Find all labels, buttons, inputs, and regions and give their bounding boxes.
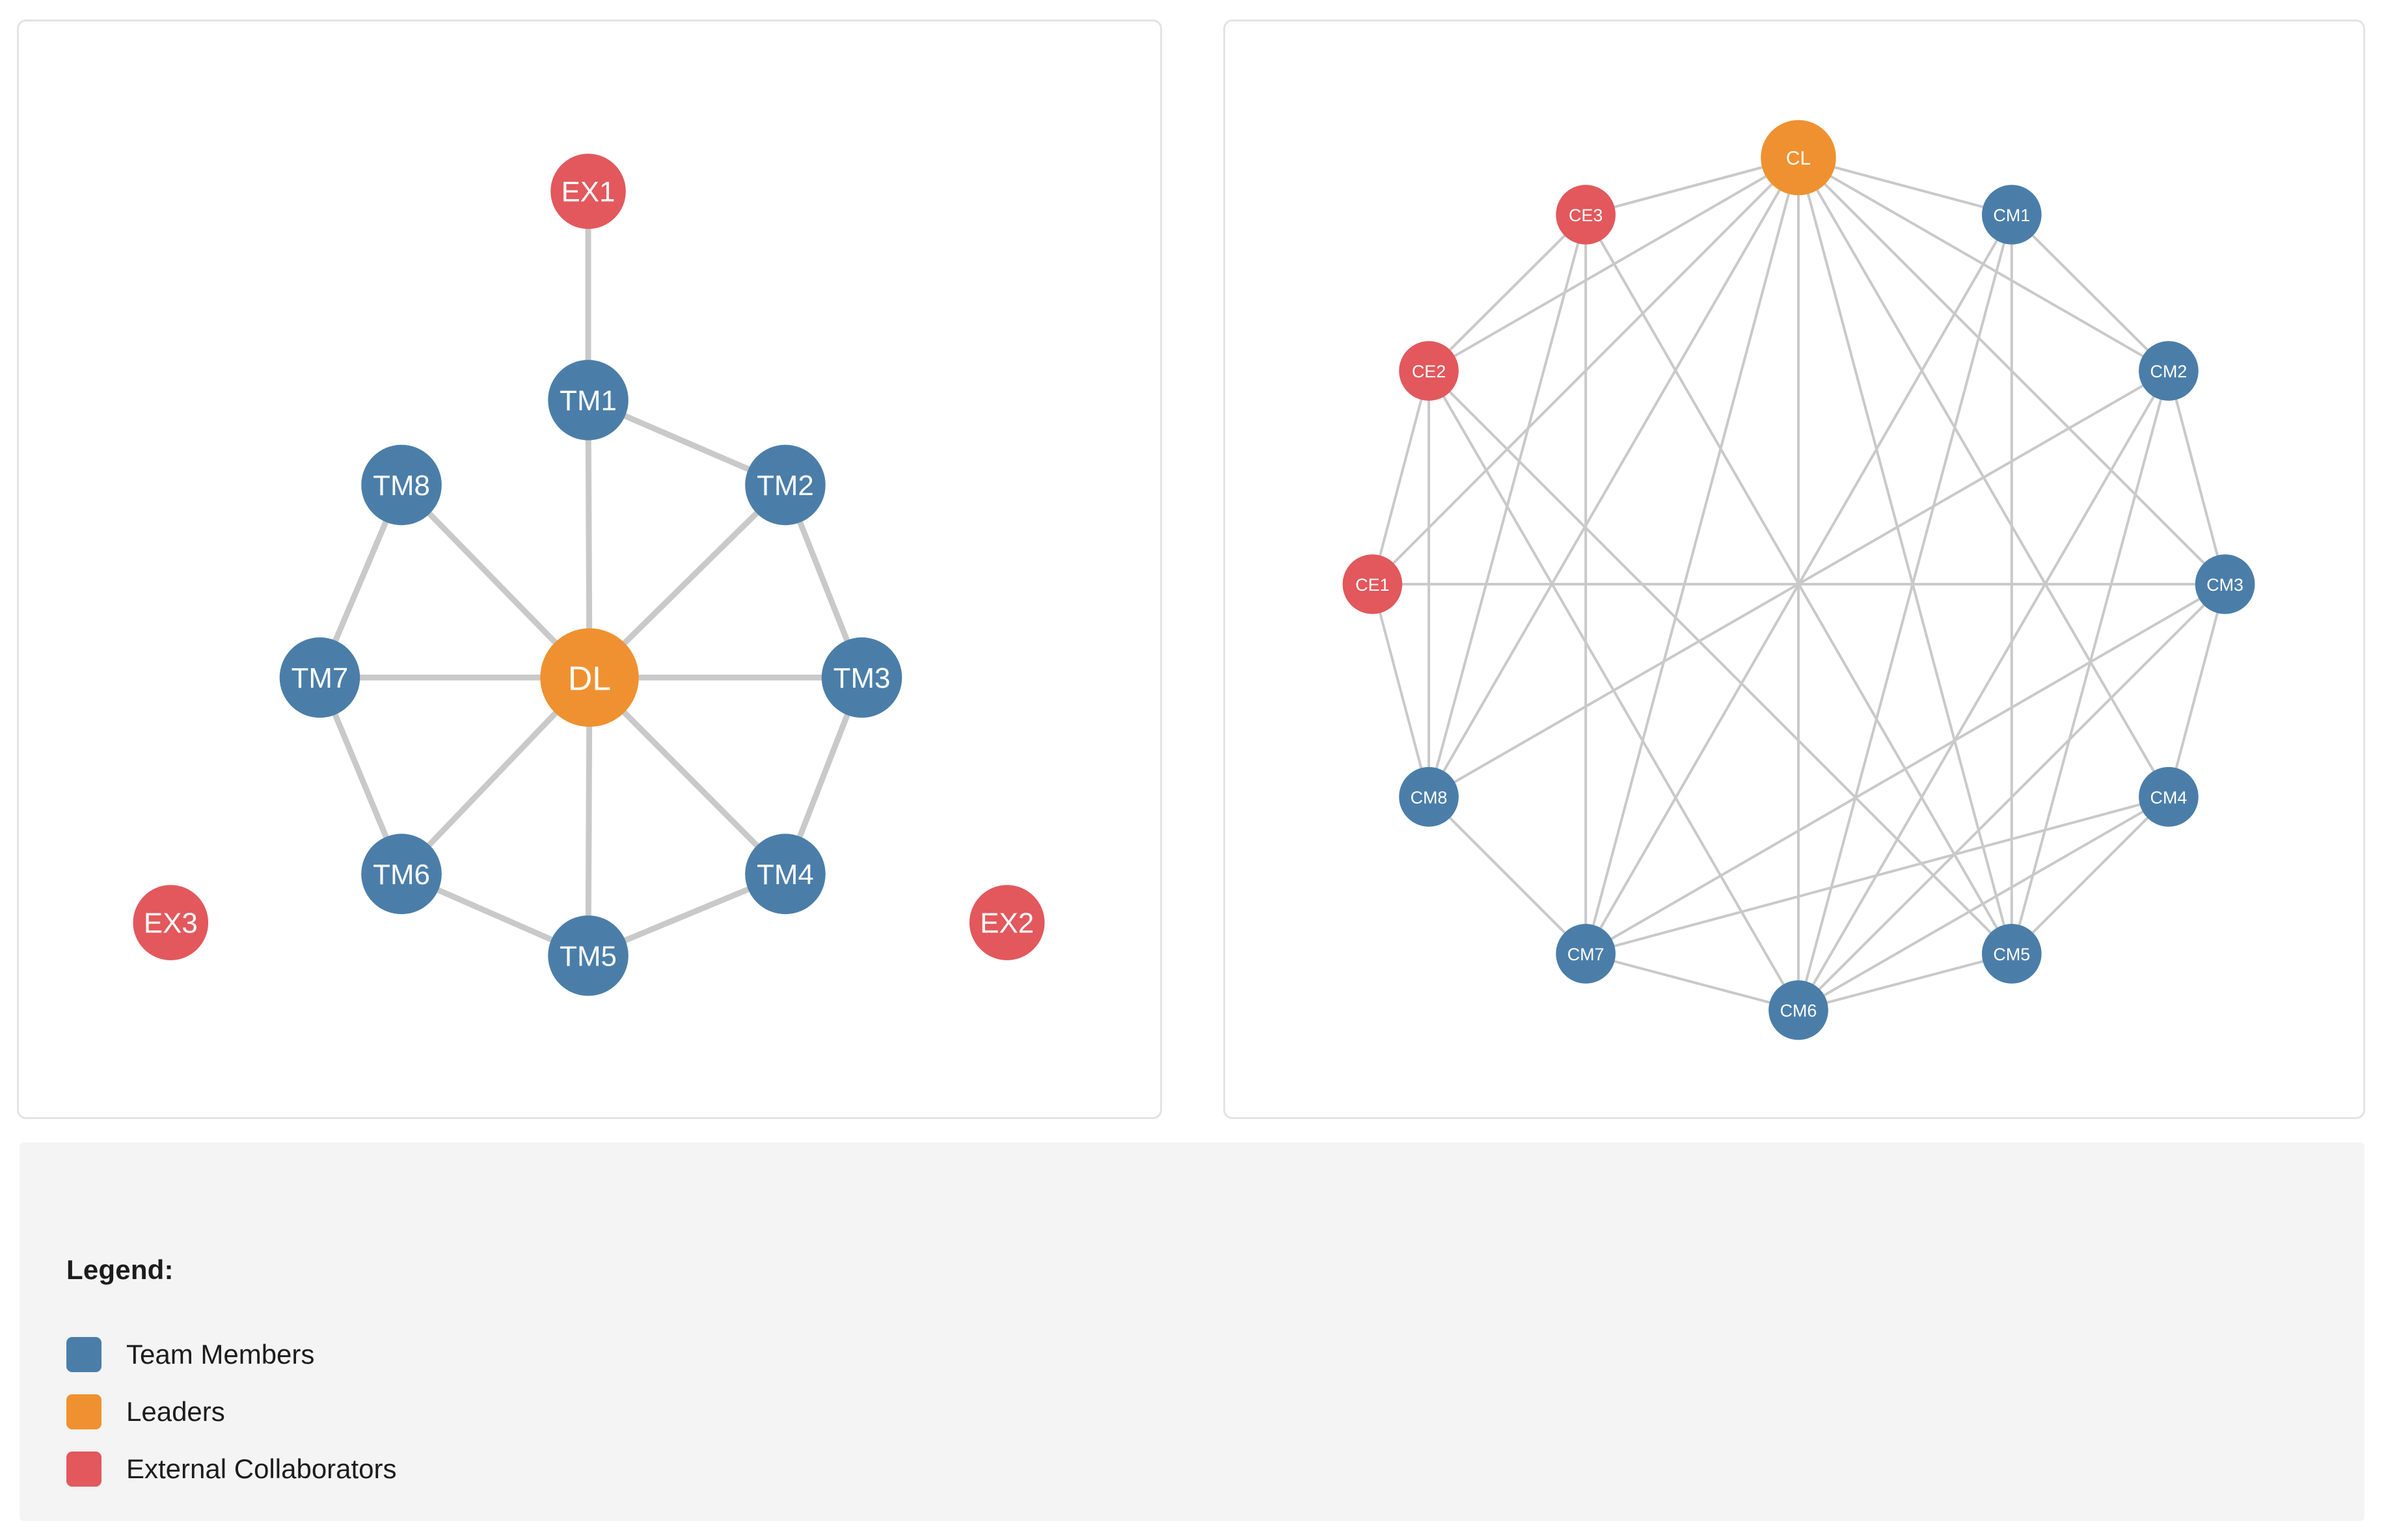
- node-circle[interactable]: [548, 915, 629, 996]
- node-circle[interactable]: [1761, 120, 1836, 196]
- node-circle[interactable]: [1342, 554, 1403, 614]
- legend-label: Team Members: [126, 1339, 315, 1370]
- graph-node-ce3[interactable]: CE3: [1556, 185, 1616, 245]
- graph-edge: [1584, 156, 1800, 955]
- graph-edge: [1428, 156, 1800, 798]
- graph-node-tm7[interactable]: TM7: [279, 637, 360, 718]
- graph-edge: [1796, 952, 2013, 1012]
- graph-node-tm8[interactable]: TM8: [361, 444, 442, 526]
- node-circle[interactable]: [133, 885, 209, 960]
- node-circle[interactable]: [1768, 980, 1828, 1040]
- legend-label: Leaders: [126, 1396, 225, 1427]
- node-circle[interactable]: [2139, 766, 2199, 827]
- graph-edge: [1371, 582, 1430, 798]
- graph-node-tm1[interactable]: TM1: [548, 360, 629, 440]
- graph-edge: [1584, 952, 1800, 1012]
- graph-edge: [2167, 370, 2227, 586]
- graph-node-ex2[interactable]: EX2: [969, 885, 1045, 960]
- node-circle[interactable]: [821, 637, 902, 718]
- graph-edge: [2010, 213, 2170, 373]
- graph-node-tm2[interactable]: TM2: [745, 444, 826, 526]
- node-circle[interactable]: [1981, 185, 2042, 245]
- node-circle[interactable]: [969, 885, 1045, 960]
- legend-item: Team Members: [66, 1326, 397, 1383]
- node-circle[interactable]: [2139, 341, 2199, 401]
- node-circle[interactable]: [1556, 185, 1616, 245]
- graph-edge: [1428, 795, 1588, 955]
- edge-layer: [1371, 156, 2227, 1012]
- node-circle[interactable]: [745, 833, 826, 915]
- graph-node-cm5[interactable]: CM5: [1981, 924, 2042, 984]
- node-circle[interactable]: [2195, 554, 2255, 614]
- graph-node-tm5[interactable]: TM5: [548, 915, 629, 996]
- graph-node-cl[interactable]: CL: [1761, 120, 1836, 196]
- graph-edge: [1428, 370, 1800, 1012]
- graph-edge: [1428, 370, 2013, 955]
- node-circle[interactable]: [361, 833, 442, 915]
- graph-edge: [2010, 795, 2170, 955]
- graph-node-cm7[interactable]: CM7: [1556, 924, 1616, 984]
- graph-node-cm6[interactable]: CM6: [1768, 980, 1828, 1040]
- graph-node-ex1[interactable]: EX1: [550, 154, 626, 229]
- graph-edge: [1796, 156, 2013, 955]
- graph-node-dl[interactable]: DL: [540, 628, 639, 727]
- node-circle[interactable]: [279, 637, 360, 718]
- legend-label: External Collaborators: [126, 1453, 397, 1484]
- graph-node-ce2[interactable]: CE2: [1399, 341, 1459, 401]
- node-circle[interactable]: [1556, 924, 1616, 984]
- graph-node-cm8[interactable]: CM8: [1399, 766, 1459, 827]
- graph-edge: [1796, 582, 2227, 1012]
- node-circle[interactable]: [548, 360, 629, 440]
- legend-item: Leaders: [66, 1383, 397, 1440]
- graph-edge: [2167, 582, 2227, 798]
- legend-swatch: [66, 1337, 102, 1372]
- graph-node-tm3[interactable]: TM3: [821, 637, 902, 718]
- graph-node-cm4[interactable]: CM4: [2139, 766, 2199, 827]
- graph-node-tm4[interactable]: TM4: [745, 833, 826, 915]
- graph-edge: [1428, 213, 1588, 373]
- graph-node-cm2[interactable]: CM2: [2139, 341, 2199, 401]
- graph-edge: [1796, 213, 2013, 1012]
- node-circle[interactable]: [745, 444, 826, 526]
- node-circle[interactable]: [361, 444, 442, 526]
- graph-node-tm6[interactable]: TM6: [361, 833, 442, 915]
- node-circle[interactable]: [1981, 924, 2042, 984]
- graph-node-ce1[interactable]: CE1: [1342, 554, 1403, 614]
- graph-edge: [1584, 213, 2013, 955]
- legend-swatch: [66, 1394, 102, 1429]
- graph-edge: [1796, 370, 2170, 1012]
- graph-node-ex3[interactable]: EX3: [133, 885, 209, 960]
- node-circle[interactable]: [1399, 766, 1459, 827]
- graph-node-cm3[interactable]: CM3: [2195, 554, 2255, 614]
- graph-node-cm1[interactable]: CM1: [1981, 185, 2042, 245]
- legend-item: External Collaborators: [66, 1440, 397, 1498]
- legend-swatch: [66, 1452, 102, 1487]
- graph-edge: [1584, 795, 2170, 955]
- node-circle[interactable]: [1399, 341, 1459, 401]
- node-circle[interactable]: [550, 154, 626, 229]
- node-circle[interactable]: [540, 628, 639, 727]
- legend-title: Legend:: [66, 1254, 174, 1285]
- graph-edge: [1371, 370, 1430, 586]
